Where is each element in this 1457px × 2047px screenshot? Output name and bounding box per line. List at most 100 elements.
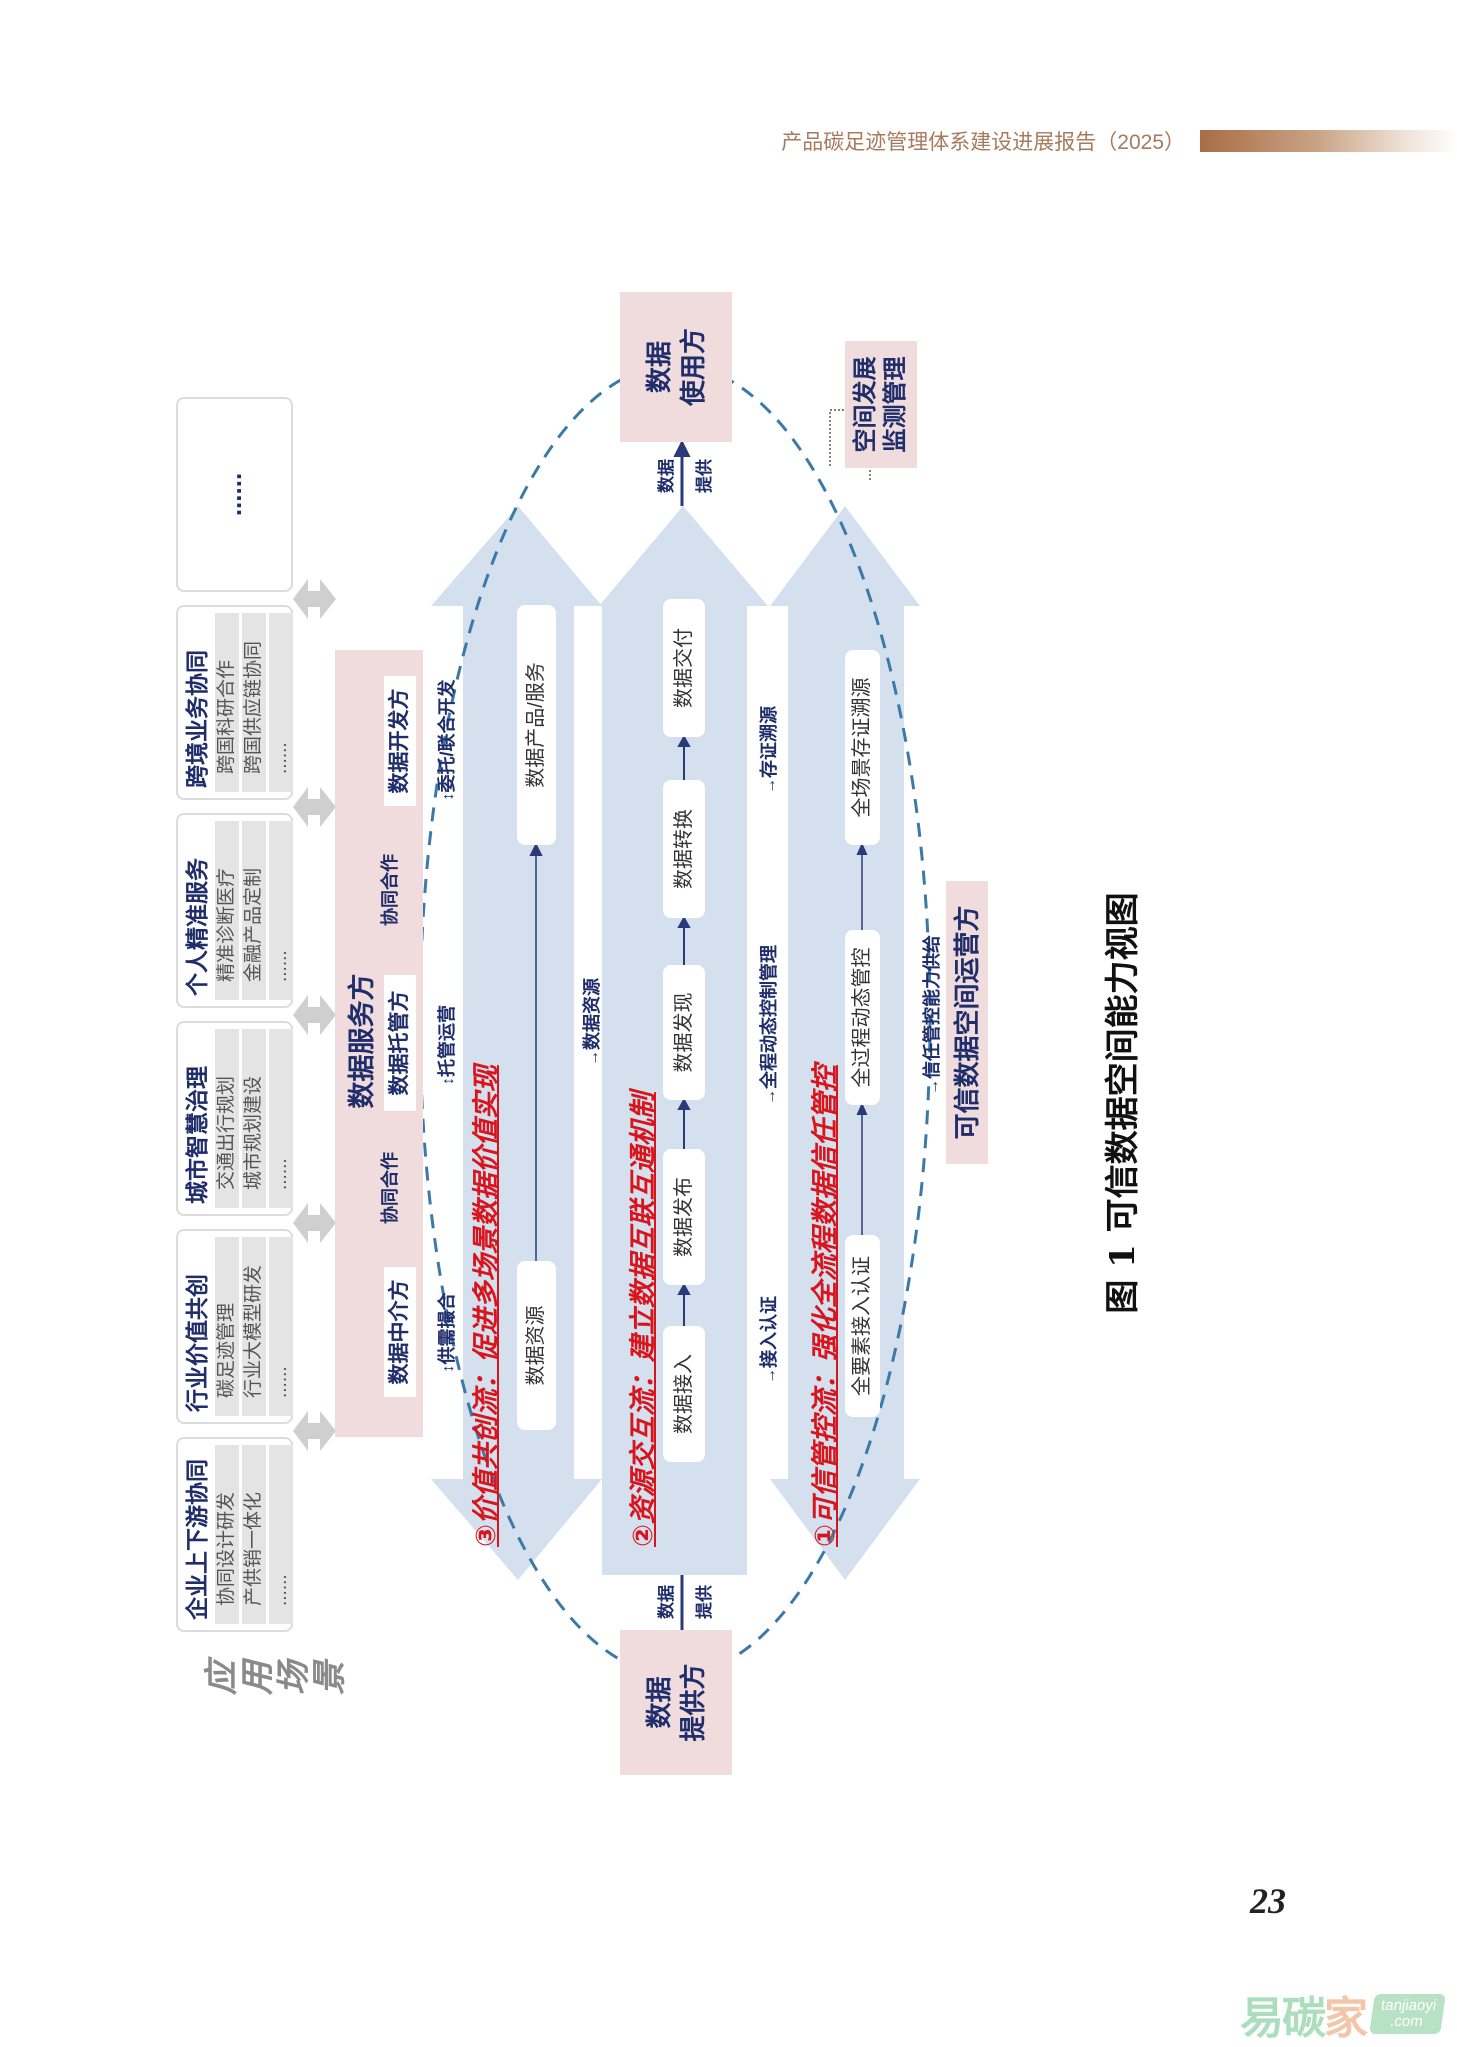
data-user-box: 数据 使用方 <box>620 292 732 442</box>
data-resource-label: →数据资源 <box>578 978 604 1066</box>
value-flow-title: ③价值共创流：促进多场景数据价值实现 <box>471 1065 501 1547</box>
scenario-item: 行业大模型研发 <box>242 1237 266 1416</box>
label-char: 用 <box>239 1661 277 1695</box>
monitor-text: 监测管理 <box>882 356 909 453</box>
data-intermediary-box: 数据中介方 <box>384 1267 416 1397</box>
label-text: 接入认证 <box>759 1296 779 1368</box>
value-flow-arrow <box>431 506 602 1580</box>
double-arrow-icon <box>293 787 336 827</box>
double-arrow-icon <box>293 1203 336 1243</box>
label-text: 信任管控能力供给 <box>922 935 942 1079</box>
scenario-card-more: ...... <box>176 397 293 592</box>
scenario-item: 金融产品定制 <box>242 821 266 1000</box>
flow-node: 数据发布 <box>663 1149 705 1285</box>
tld-text: .com <box>1389 2013 1424 2030</box>
collab-label: 协同合作 <box>380 854 400 926</box>
scenario-item: ...... <box>269 1029 293 1208</box>
provide-label-top: 数据 <box>657 459 676 493</box>
traceability-label: →存证溯源 <box>755 705 781 795</box>
custody-ops-label: ↕托管运营 <box>433 990 459 1100</box>
header-gradient-bar <box>1200 130 1457 152</box>
trust-supply-label: →信任管控能力供给 <box>918 930 944 1100</box>
brand-char: 碳 <box>1282 1994 1326 2043</box>
watermark-domain-badge: tanjiaoyi.com <box>1369 1994 1446 2034</box>
scenario-title: 企业上下游协同 <box>184 1459 210 1620</box>
scenario-title: 个人精准服务 <box>184 858 210 996</box>
updown-arrow-icon: ↕ <box>440 1364 457 1373</box>
scenario-item: ...... <box>269 821 293 1000</box>
data-developer-box: 数据开发方 <box>384 676 416 806</box>
scenario-item: 协同设计研发 <box>215 1445 239 1624</box>
scenario-card: 跨境业务协同 跨国科研合作 跨国供应链协同 ...... <box>176 605 293 800</box>
arrowhead-icon <box>856 842 868 855</box>
figure-caption: 图 1 可信数据空间能力视图 <box>1103 892 1143 1314</box>
scenario-item: 精准诊断医疗 <box>215 821 239 1000</box>
party-text: 提供方 <box>678 1663 708 1742</box>
scenario-item: 城市规划建设 <box>242 1029 266 1208</box>
scenario-card: 城市智慧治理 交通出行规划 城市规划建设 ...... <box>176 1021 293 1216</box>
control-flow-title: ①可信管控流：强化全流程数据信任管控 <box>810 1065 840 1547</box>
updown-arrow-icon: ↕ <box>440 1077 457 1085</box>
double-arrow-icon <box>293 995 336 1035</box>
provide-label-bottom: 提供 <box>695 1585 714 1619</box>
provide-label-bottom: 提供 <box>695 459 714 493</box>
party-text: 数据 <box>644 341 674 394</box>
label-text: 存证溯源 <box>759 706 779 778</box>
scenario-item: ...... <box>269 1445 293 1624</box>
flow-node: 全场景存证溯源 <box>845 650 880 845</box>
arrowhead-icon <box>677 1282 691 1295</box>
label-char: 应 <box>203 1661 241 1695</box>
flow-node: 全要素接入认证 <box>845 1235 880 1417</box>
domain-text: tanjiaoyi <box>1380 1997 1438 2014</box>
party-text: 使用方 <box>678 328 708 407</box>
arrowhead-icon <box>677 734 691 747</box>
label-text: 数据资源 <box>582 978 602 1050</box>
joint-dev-label: ↕委托/联合开发 <box>433 665 459 815</box>
brand-char: 易 <box>1240 1994 1284 2043</box>
double-arrow-icon <box>293 1411 336 1451</box>
monitor-text: 空间发展 <box>852 356 879 453</box>
scenario-title: 行业价值共创 <box>184 1274 210 1412</box>
data-provider-box: 数据 提供方 <box>620 1630 732 1775</box>
scenario-item: 碳足迹管理 <box>215 1237 239 1416</box>
more-ellipsis: ...... <box>217 472 247 517</box>
scenario-item: 跨国科研合作 <box>215 613 239 792</box>
arrow-icon: → <box>762 1089 779 1105</box>
data-custodian-box: 数据托管方 <box>384 975 416 1111</box>
flow-node: 数据转换 <box>663 780 705 918</box>
scenario-title: 跨境业务协同 <box>184 650 210 788</box>
page-number: 23 <box>1250 1881 1286 1921</box>
dynamic-control-label: →全程动态控制管理 <box>755 935 781 1115</box>
function-text: 托管运营 <box>437 1005 457 1077</box>
watermark-logo: 易碳家 tanjiaoyi.com <box>1240 1982 1446 2046</box>
arrow-icon: → <box>762 1368 779 1384</box>
flow-node: 数据交付 <box>663 599 705 737</box>
double-arrow-icon <box>293 579 336 619</box>
resource-flow-title: ②资源交互流：建立数据互联互通机制 <box>628 1092 658 1547</box>
updown-arrow-icon: ↕ <box>440 792 457 801</box>
arrow-icon: → <box>925 1079 942 1095</box>
scenario-card: 企业上下游协同 协同设计研发 产供销一体化 ...... <box>176 1437 293 1632</box>
arrow-icon: → <box>762 778 779 794</box>
scenario-item: 产供销一体化 <box>242 1445 266 1624</box>
matchmaking-label: ↕供需撮合 <box>433 1280 459 1385</box>
collab-label: 协同合作 <box>380 1152 400 1224</box>
scenario-item: ...... <box>269 1237 293 1416</box>
function-text: 委托/联合开发 <box>437 679 457 793</box>
party-text: 数据 <box>644 1676 674 1729</box>
flow-node: 数据接入 <box>663 1326 705 1462</box>
access-auth-label: →接入认证 <box>755 1295 781 1385</box>
scenario-item: 交通出行规划 <box>215 1029 239 1208</box>
scenario-item: ...... <box>269 613 293 792</box>
scenario-item: 跨国供应链协同 <box>242 613 266 792</box>
flow-node: 数据发现 <box>663 965 705 1100</box>
arrowhead-icon <box>677 1097 691 1110</box>
monitoring-box: 空间发展 监测管理 <box>845 341 917 468</box>
label-char: 场 <box>275 1661 313 1695</box>
function-text: 供需撮合 <box>437 1292 457 1365</box>
arrow-icon: → <box>585 1050 602 1066</box>
scenario-title: 城市智慧治理 <box>184 1066 210 1204</box>
arrowhead-icon <box>529 842 543 856</box>
flow-node: 数据资源 <box>517 1261 556 1430</box>
scenario-card: 个人精准服务 精准诊断医疗 金融产品定制 ...... <box>176 813 293 1008</box>
